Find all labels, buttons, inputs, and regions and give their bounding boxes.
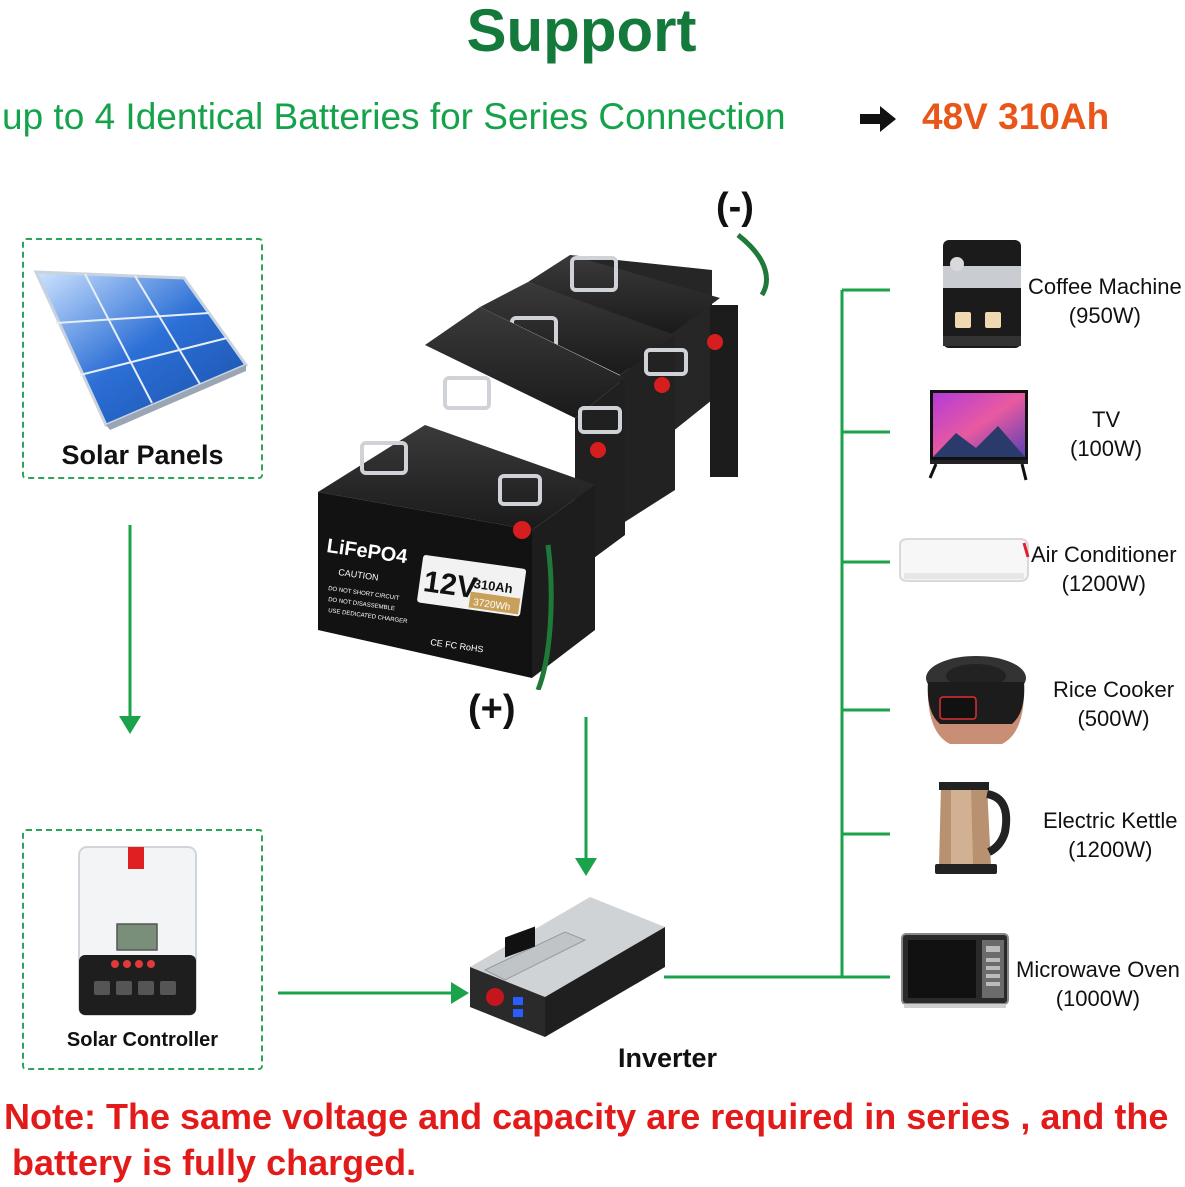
note-text: Note: The same voltage and capacity are … [4,1094,1168,1186]
appliance-power: (950W) [1068,303,1141,328]
inverter-label: Inverter [618,1043,718,1073]
battery-voltage: 12V [421,565,478,605]
appliance-name: Microwave Oven [1016,957,1180,982]
solar-panels-label: Solar Panels [61,440,224,470]
tv-icon [928,390,1028,481]
appliance-name: Coffee Machine [1028,274,1182,299]
appliance-power: (1200W) [1068,837,1153,862]
appliance-power: (1000W) [1055,986,1141,1011]
rice-cooker-icon [926,656,1026,744]
solar-controller-icon [78,846,197,1016]
appliance-label: TV (100W) [1070,405,1142,463]
appliance-power: (100W) [1070,436,1143,461]
arrow-down-icon [119,716,141,734]
appliance-power: (1200W) [1061,571,1146,596]
solar-controller-box: Solar Controller [22,829,263,1070]
page-title: Support [466,0,697,64]
appliance-name: Rice Cooker [1053,677,1175,702]
appliance-label: Microwave Oven (1000W) [1016,955,1180,1013]
battery-bank: LiFePO4 CAUTION DO NOT SHORT CIRCUIT DO … [318,233,769,690]
appliance-label: Electric Kettle (1200W) [1043,806,1178,864]
inverter-icon [470,897,665,1037]
appliance-name: TV [1092,407,1121,432]
appliance-name: Air Conditioner [1031,542,1177,567]
negative-terminal-label: (-) [716,186,754,228]
arrow-right-icon [451,982,469,1004]
solar-panels-box: Solar Panels [22,238,263,479]
electric-kettle-icon [935,782,1011,874]
microwave-oven-icon [901,933,1009,1008]
appliance-label: Coffee Machine (950W) [1028,272,1182,330]
battery-capacity: 310Ah [473,576,514,596]
result-spec: 48V 310Ah [922,96,1110,137]
battery-energy: 3720Wh [473,597,511,613]
solar-panel-icon [33,270,249,430]
coffee-machine-icon [943,240,1021,348]
arrow-right-icon [860,106,896,132]
positive-terminal-label: (+) [468,688,516,730]
subtitle: up to 4 Identical Batteries for Series C… [2,96,786,137]
appliance-power: (500W) [1077,706,1150,731]
air-conditioner-icon [899,538,1030,582]
note-line-1: Note: The same voltage and capacity are … [4,1096,1169,1137]
appliance-label: Air Conditioner (1200W) [1031,540,1177,598]
appliance-label: Rice Cooker (500W) [1053,675,1174,733]
note-line-2: battery is fully charged. [12,1142,417,1183]
solar-controller-label: Solar Controller [66,1029,219,1051]
appliance-name: Electric Kettle [1043,808,1178,833]
arrow-down-icon [575,858,597,876]
